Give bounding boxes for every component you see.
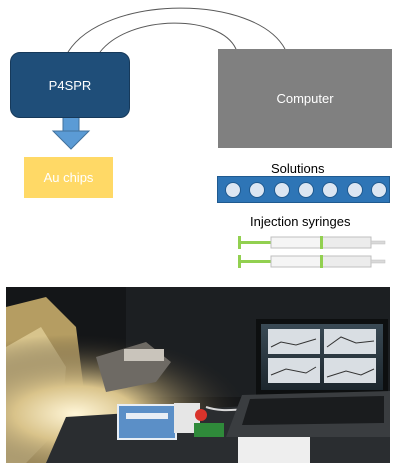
- p4spr-label: P4SPR: [48, 77, 92, 93]
- lab-setup-photo: [6, 287, 390, 463]
- computer-label: Computer: [276, 91, 334, 106]
- solution-well: [370, 182, 387, 198]
- syringe: [238, 236, 386, 249]
- solutions-label: Solutions: [271, 161, 325, 176]
- solutions-rack: [217, 176, 390, 203]
- syringe: [238, 255, 386, 268]
- solution-well: [273, 182, 290, 198]
- computer-box: Computer: [218, 49, 392, 148]
- cable-outer: [67, 7, 286, 53]
- solution-well: [249, 182, 266, 198]
- lab-setup-photo-illustration: [6, 287, 390, 463]
- solution-well: [346, 182, 363, 198]
- solution-well: [225, 182, 241, 198]
- cable-inner: [99, 22, 237, 53]
- au-chips-box: Au chips: [24, 157, 113, 198]
- solution-well: [297, 182, 314, 198]
- au-chips-label: Au chips: [43, 170, 94, 185]
- syringes-label: Injection syringes: [250, 214, 351, 229]
- injection-syringes: [238, 236, 386, 268]
- p4spr-box: P4SPR: [10, 52, 130, 118]
- solution-well: [322, 182, 339, 198]
- laptop: [226, 319, 390, 437]
- setup-diagram: P4SPR Computer Au chips Solutions Inject…: [10, 7, 392, 268]
- p4spr-instrument: [117, 403, 224, 440]
